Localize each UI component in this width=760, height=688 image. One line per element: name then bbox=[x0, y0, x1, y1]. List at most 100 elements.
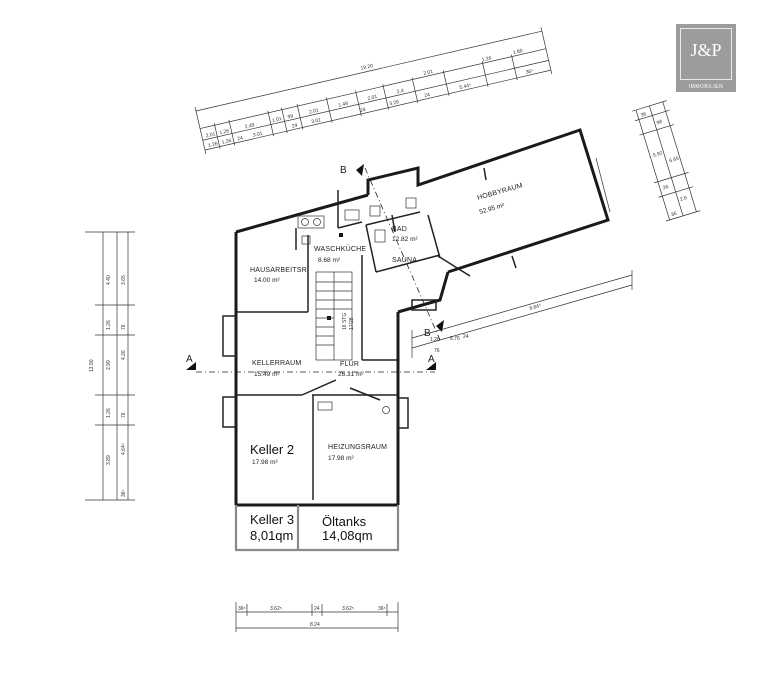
dim-label: 2.4 bbox=[396, 88, 404, 95]
room-keller2-area: 17.98 m² bbox=[252, 459, 278, 466]
dim-label: 76 bbox=[121, 324, 127, 330]
dim-label: 2.01 bbox=[423, 69, 434, 77]
dim-label: 3.01 bbox=[311, 117, 322, 125]
room-kellerraum-name: KELLERRAUM bbox=[252, 360, 301, 367]
staircase: 16 STG 17/28 bbox=[315, 271, 355, 361]
dim-label: 1.26 bbox=[219, 128, 230, 136]
room-heizungsraum-name: HEIZUNGSRAUM bbox=[328, 444, 387, 451]
dim-label: 2.6 bbox=[679, 195, 688, 203]
bottom-dimension-chain: 36⁵ 3.62⁵ 24 3.62⁵ 36⁵ 8.24 bbox=[235, 602, 399, 632]
section-b-top: B bbox=[340, 165, 347, 176]
windows bbox=[222, 157, 611, 429]
dim-label: 2.49 bbox=[244, 122, 255, 130]
room-keller2-name: Keller 2 bbox=[250, 442, 294, 457]
logo-frame bbox=[680, 28, 732, 80]
room-flur-name: FLUR bbox=[340, 361, 359, 368]
mid-dimension-chain: 8.84⁵ 1.26 76 8.76 24 bbox=[411, 270, 633, 358]
section-arrow-icon bbox=[356, 164, 364, 176]
dim-label: 1.26 bbox=[221, 138, 232, 146]
washbasin-icon bbox=[374, 229, 386, 243]
section-lines: A A B B bbox=[186, 164, 444, 373]
dim-label: 1.26 bbox=[430, 337, 440, 343]
dim-label: 24 bbox=[237, 135, 244, 142]
top-total-dim: 19.20 bbox=[360, 63, 374, 72]
room-kellerraum-area: 15.49 m² bbox=[254, 371, 280, 378]
shower-icon bbox=[369, 205, 381, 217]
basin-icon bbox=[301, 218, 309, 226]
dim-label: 4.40 bbox=[106, 275, 112, 285]
dim-label: 1.49 bbox=[338, 101, 349, 109]
room-keller3-name: Keller 3 bbox=[250, 512, 294, 527]
dim-label: 3.62⁵ bbox=[342, 606, 354, 612]
room-hobbyraum-name: HOBBYRAUM bbox=[477, 182, 524, 202]
room-waschkueche-area: 8.68 m² bbox=[318, 257, 341, 264]
washbasin-icon bbox=[344, 209, 360, 221]
dim-label: 24 bbox=[291, 123, 298, 130]
toilet-icon bbox=[405, 197, 417, 209]
jp-immobilien-logo: J&P IMMOBILIEN bbox=[676, 24, 736, 92]
dim-label: 26 bbox=[662, 184, 669, 191]
dim-label: 1.26 bbox=[106, 320, 112, 330]
stair-steps-label: 16 STG bbox=[342, 313, 348, 330]
sink-fixture bbox=[297, 215, 325, 229]
window bbox=[222, 315, 237, 357]
window bbox=[397, 397, 409, 429]
dim-label: 1.80 bbox=[512, 48, 523, 56]
room-hobbyraum-area: 52.95 m² bbox=[479, 202, 506, 216]
appliance-icon bbox=[301, 235, 311, 245]
room-labels: HOBBYRAUM 52.95 m² BAD 12.82 m² SAUNA WA… bbox=[250, 182, 524, 543]
room-oeltanks-name: Öltanks bbox=[322, 514, 367, 529]
boiler-icon bbox=[317, 401, 333, 411]
dim-label: 1.26 bbox=[106, 408, 112, 418]
section-arrow-icon bbox=[436, 320, 444, 332]
window bbox=[222, 396, 237, 428]
dim-label: 5.44⁵ bbox=[459, 83, 472, 92]
dim-label: 2.01 bbox=[309, 107, 320, 115]
bottom-total-dim: 8.24 bbox=[310, 622, 320, 628]
window bbox=[411, 299, 437, 311]
section-arrow-icon bbox=[426, 362, 436, 370]
room-hausarbeitsr-area: 14.00 m² bbox=[254, 277, 280, 284]
dim-label: 3.26 bbox=[389, 99, 400, 107]
section-b-bottom: B bbox=[424, 328, 431, 339]
dim-label: 3.65 bbox=[121, 275, 127, 285]
room-hausarbeitsr-name: HAUSARBEITSR bbox=[250, 267, 307, 274]
flur-door-swing bbox=[301, 379, 337, 396]
dim-label: 24 bbox=[314, 606, 320, 612]
section-a-right: A bbox=[428, 354, 435, 365]
dim-label: 36 bbox=[670, 211, 677, 218]
room-bad-area: 12.82 m² bbox=[392, 236, 418, 243]
dim-label: 8.76 bbox=[450, 336, 460, 342]
dim-label: 1.01 bbox=[272, 116, 283, 124]
mid-right-dim: 8.84⁵ bbox=[529, 303, 542, 312]
dim-label: 3.89 bbox=[106, 455, 112, 465]
left-dimension-chain: 13.90 4.40 3.65 1.26 76 4.26 2.99 1.26 7… bbox=[85, 231, 135, 501]
fixtures bbox=[297, 197, 417, 414]
heizung-door-swing bbox=[349, 387, 381, 401]
dim-label: 99 bbox=[287, 113, 294, 120]
dim-label: 3.01 bbox=[252, 131, 263, 139]
dim-label: 1.26 bbox=[208, 141, 219, 149]
dim-label: 36⁵ bbox=[378, 606, 386, 612]
dim-label: 3.62⁵ bbox=[270, 606, 282, 612]
dim-label: 36⁵ bbox=[121, 489, 127, 497]
dim-label: 2.01 bbox=[205, 131, 216, 139]
left-total-dim: 13.90 bbox=[89, 359, 95, 372]
dim-label: 36⁵ bbox=[238, 606, 246, 612]
room-keller3-area: 8,01qm bbox=[250, 528, 293, 543]
dim-label: 5.92 bbox=[652, 150, 663, 159]
dim-label: 76 bbox=[434, 348, 440, 354]
dim-label: 36 bbox=[640, 111, 647, 118]
basin-icon bbox=[313, 218, 321, 226]
stair-ratio-label: 17/28 bbox=[349, 317, 355, 330]
section-a-left: A bbox=[186, 354, 193, 365]
dim-label: 98 bbox=[656, 119, 663, 126]
logo-subtext: IMMOBILIEN bbox=[688, 84, 724, 90]
room-bad-name: BAD bbox=[392, 226, 407, 233]
dim-label: 4.26 bbox=[121, 350, 127, 360]
drain-icon bbox=[382, 406, 390, 414]
room-flur-area: 26.31 m² bbox=[338, 371, 364, 378]
section-arrow-icon bbox=[186, 362, 196, 370]
dim-label: 24 bbox=[360, 107, 367, 114]
